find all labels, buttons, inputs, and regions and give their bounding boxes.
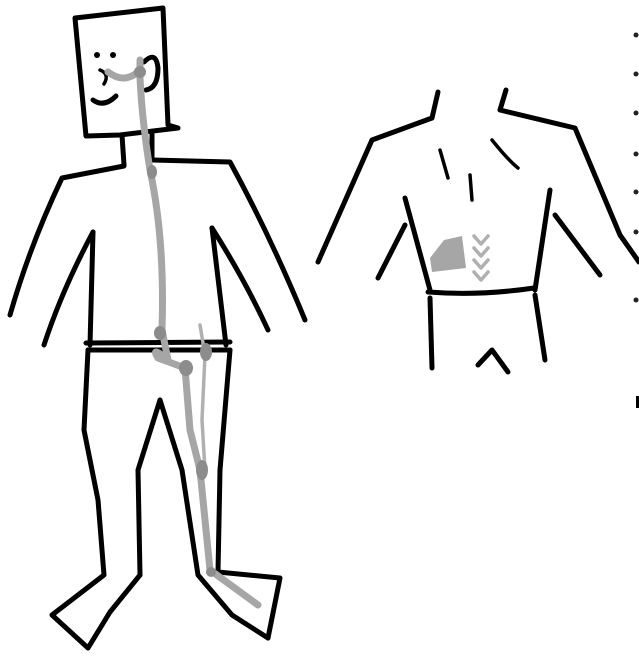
organ-highlight — [430, 236, 466, 272]
list-bullet — [634, 111, 639, 116]
full-body-figure — [10, 8, 305, 648]
ear — [144, 57, 158, 90]
neck-right — [500, 90, 506, 110]
list-bullet — [634, 230, 639, 235]
pathway-node — [154, 326, 166, 340]
pathway-node — [206, 567, 216, 577]
right-torso-side — [535, 190, 550, 290]
torso-figure — [318, 90, 639, 372]
list-bullet — [634, 298, 639, 303]
left-hip — [430, 298, 432, 368]
left-torso-side — [405, 198, 430, 290]
sternum — [470, 175, 472, 200]
pathway-node — [134, 66, 146, 78]
torso-left-side — [90, 232, 93, 345]
left-leg-inner — [138, 400, 160, 575]
neck-left — [432, 92, 438, 118]
pathway-node — [147, 165, 157, 179]
left-inner-arm — [378, 225, 405, 278]
chevron-marks — [474, 236, 488, 280]
chest-line-left — [440, 150, 448, 178]
right-arm — [152, 160, 305, 320]
right-inner-arm — [555, 215, 600, 275]
left-inner-arm — [44, 232, 93, 345]
bullet-list — [634, 33, 639, 409]
left-leg-outer — [52, 350, 140, 648]
chest-line-right — [492, 140, 518, 168]
left-arm — [10, 166, 124, 315]
list-bullet — [634, 190, 639, 195]
pathway-node — [179, 360, 193, 376]
mouth — [93, 96, 116, 103]
right-hip — [535, 295, 545, 360]
pathway-node — [196, 460, 208, 480]
list-bullet — [634, 33, 639, 38]
list-bullet — [634, 72, 639, 77]
right-eye — [110, 52, 116, 58]
waist-band — [428, 288, 534, 293]
head-outline — [75, 8, 178, 136]
pathway-main — [108, 60, 258, 605]
pathway-node — [200, 343, 212, 361]
groin-mark — [478, 350, 508, 372]
list-bullet — [634, 152, 639, 157]
right-shoulder-arm — [500, 110, 639, 262]
left-eye — [94, 52, 100, 58]
